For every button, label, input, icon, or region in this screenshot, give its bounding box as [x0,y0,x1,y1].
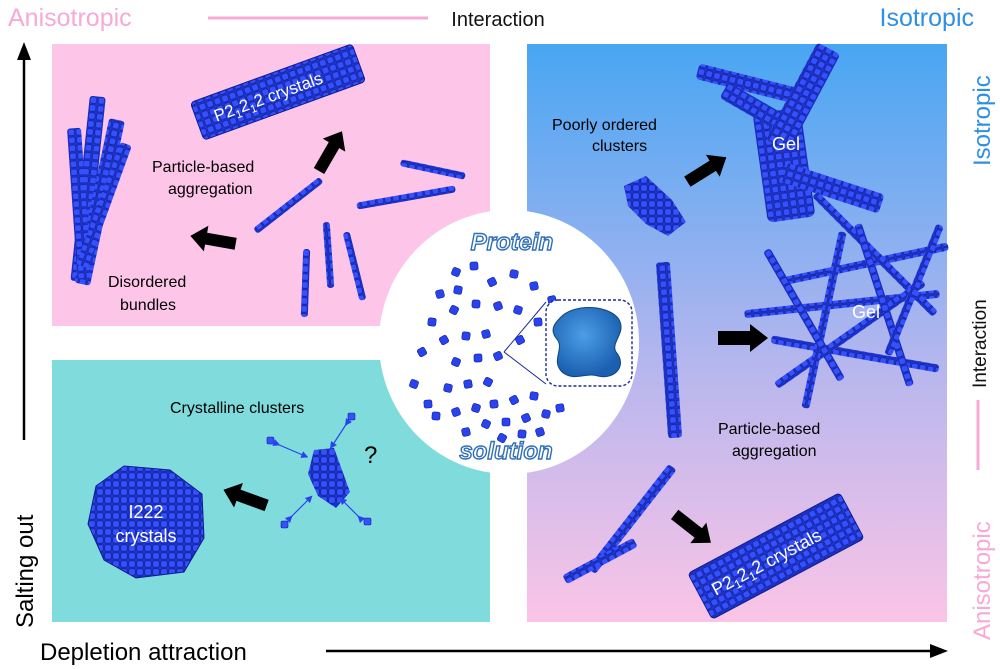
poorly-ordered-label-2: clusters [592,138,647,155]
protein-structure-image [552,307,622,378]
protein-monomer [438,334,450,346]
protein-monomer [493,351,503,361]
protein-monomer [529,391,539,401]
protein-monomer [489,399,499,409]
inset-connector-bottom [503,351,547,385]
x-axis: Depletion attraction [40,639,948,666]
disordered-bundles-label-1: Disordered [108,274,186,291]
protein-monomer [473,353,483,363]
x-axis-label: Depletion attraction [40,639,247,666]
protein-monomer [493,301,503,311]
right-content: Poorly ordered clusters Gel [552,43,949,619]
question-mark: ? [364,442,377,469]
arrow-to-crystal-bottom [670,509,711,544]
interaction-header-label: Interaction [451,9,544,31]
isotropic-header-label: Isotropic [880,4,974,32]
disordered-bundle-fibers [67,95,132,286]
x-axis-arrowhead [930,644,948,658]
protein-monomer [451,267,461,277]
long-fibril-right [656,261,682,439]
anisotropic-header-label: Anisotropic [8,4,132,32]
protein-monomer [435,289,445,299]
protein-monomer [463,379,473,389]
protein-monomer [487,277,497,287]
arrow-to-bundles [190,225,237,252]
top-left-content: P21212 crystals Particle-based aggregati… [67,44,466,317]
protein-monomers [409,261,565,444]
inset-connector-top [503,301,547,353]
protein-monomer [555,403,565,413]
poorly-ordered-label-1: Poorly ordered [552,117,657,134]
header: Anisotropic Interaction Isotropic [8,4,974,32]
protein-word: Protein [471,229,554,256]
protein-monomer [423,399,433,409]
right-isotropic-label: Isotropic [969,75,996,166]
protein-monomer [469,261,479,271]
protein-monomer [481,329,491,339]
y-axis-arrowhead [17,42,31,60]
gel-label-top: Gel [772,134,800,154]
arrow-to-crystal-top [313,131,346,175]
protein-monomer [496,432,508,444]
protein-monomer [481,419,491,429]
arrow-to-gel-mid [718,324,768,352]
protein-monomer [483,377,493,387]
protein-monomer [517,429,527,439]
protein-monomer [515,335,525,345]
protein-monomer [541,409,551,419]
particle-aggregation-label-right-1: Particle-based [718,421,820,438]
arrow-to-i222-crystal [223,483,269,512]
y-axis: Salting out [12,42,39,628]
protein-monomer [508,394,520,406]
protein-monomer [431,411,441,421]
gel-network-mid: Gel [744,192,949,409]
poorly-ordered-cluster [624,176,686,236]
i222-crystal: I222 crystals [87,465,205,579]
protein-monomer [451,407,461,417]
protein-monomer [409,379,419,389]
protein-monomer [427,317,437,327]
crystalline-cluster [266,412,372,529]
protein-monomer [416,346,428,358]
gel-network-top: Gel [696,43,884,223]
protein-monomer [461,427,471,437]
solution-word: solution [459,438,552,465]
protein-monomer [509,269,519,279]
protein-monomer [471,403,481,413]
crystalline-clusters-label: Crystalline clusters [170,400,304,417]
short-fibrils-top-left [254,159,466,317]
protein-monomer [529,281,539,291]
protein-monomer [521,413,531,423]
right-anisotropic-label: Anisotropic [969,521,996,640]
protein-monomer [453,285,463,295]
protein-monomer [535,427,545,437]
protein-monomer [461,331,471,341]
protein-monomer [533,317,543,327]
gel-label-mid: Gel [852,302,880,322]
protein-monomer [443,383,453,393]
p21212-crystal-rod-top: P21212 crystals [190,44,366,140]
arrow-to-gel-top [684,154,727,187]
particle-aggregation-label-right-2: aggregation [732,443,817,460]
protein-monomer [513,305,523,315]
right-interaction-label: Interaction [970,299,991,388]
disordered-bundles-label-2: bundles [120,297,176,314]
particle-aggregation-label-left-2: aggregation [168,181,253,198]
i222-crystal-label-2: crystals [115,526,176,546]
bundle-fibrils-bottom-right [563,465,676,584]
right-axis: Isotropic Interaction Anisotropic [969,75,996,640]
i222-crystal-label-1: I222 [128,502,163,522]
protein-monomer [501,417,511,427]
protein-monomer [451,357,461,367]
protein-solution-circle [379,210,639,474]
protein-monomer [471,299,481,309]
protein-solution: Protein solution [379,210,639,474]
particle-aggregation-label-left-1: Particle-based [152,159,254,176]
bottom-left-content: Crystalline clusters ? I222 crystals [87,400,377,579]
y-axis-label: Salting out [12,514,39,628]
protein-monomer [449,305,459,315]
